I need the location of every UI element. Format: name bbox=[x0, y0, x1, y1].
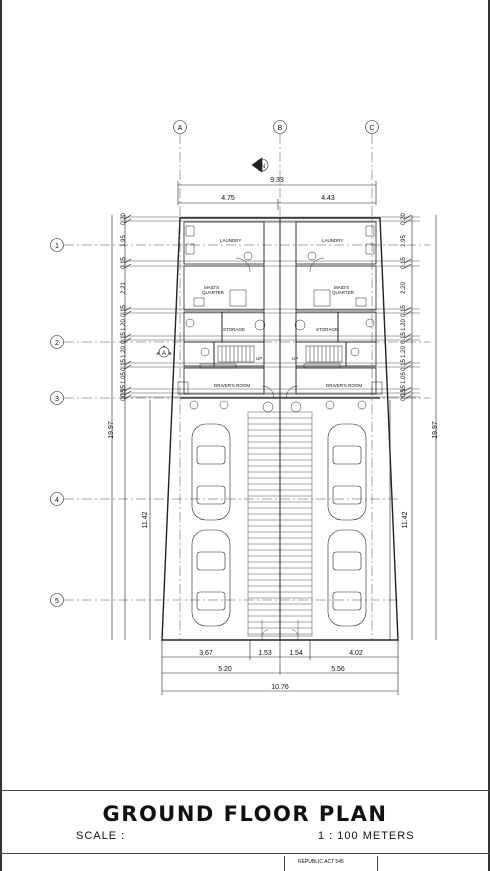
section-marker-icon: A bbox=[156, 345, 172, 358]
dimension-chain-label-right: 1.95 bbox=[401, 235, 407, 247]
dimension-left-garage: 11.42 bbox=[142, 511, 149, 528]
dimension-top-right: 4.43 bbox=[321, 195, 335, 202]
dimension-top-overall: 9.33 bbox=[270, 177, 284, 184]
stairs-left bbox=[199, 345, 255, 369]
dimension-chain-label-left: 1.20 bbox=[121, 319, 127, 331]
right-dimension-chain: 0.201.950.152.200.151.200.151.200.151.05… bbox=[389, 213, 439, 640]
room-label-storage: STORAGE bbox=[316, 327, 338, 332]
dimension-chain-label-left: 1.20 bbox=[121, 346, 127, 358]
floor-plan-drawing: A B C 1 2 bbox=[50, 120, 439, 695]
grid-label-row: 2 bbox=[55, 340, 59, 347]
title-block bbox=[0, 790, 490, 854]
dimension-chain-label-left: 2.21 bbox=[121, 282, 127, 294]
sheet-border-left bbox=[0, 0, 2, 871]
dimension-chain-label-right: 1.05 bbox=[401, 372, 407, 384]
room-label-drivers-room: DRIVER'S ROOM bbox=[326, 383, 362, 388]
footer-note: REPUBLIC ACT 545 bbox=[298, 859, 344, 865]
dimension-bottom: 5.56 bbox=[331, 666, 345, 673]
stair-label: UP bbox=[292, 356, 298, 361]
room-label-maids-quarter: MAID'S bbox=[334, 285, 349, 290]
car-icon bbox=[327, 423, 367, 521]
dimension-chain-label-left: 0.15 bbox=[121, 385, 127, 397]
dimension-right-overall: 19.97 bbox=[432, 421, 439, 439]
room-label-laundry: LAUNDRY bbox=[322, 238, 343, 243]
room-labels: LAUNDRY LAUNDRY MAID'S QUARTER MAID'S QU… bbox=[202, 238, 362, 388]
car-icon bbox=[327, 529, 367, 627]
dimension-right-garage: 11.42 bbox=[402, 511, 409, 528]
dimension-chain-label-right: 0.15 bbox=[401, 389, 407, 401]
room-label-drivers-room: DRIVER'S ROOM bbox=[214, 383, 250, 388]
dimension-chain-label-left: 0.15 bbox=[121, 257, 127, 269]
north-label: N bbox=[261, 164, 265, 170]
room-label-maids-quarter: QUARTER bbox=[332, 290, 355, 295]
grid-bubble-row: 2 bbox=[50, 335, 64, 349]
dimension-top-left: 4.75 bbox=[221, 195, 235, 202]
dimension-chain-label-left: 0.20 bbox=[121, 213, 127, 225]
room-label-maids-quarter: QUARTER bbox=[202, 290, 225, 295]
dimension-bottom-overall: 10.76 bbox=[271, 684, 289, 691]
left-dimension-chain: 0.201.950.152.210.151.200.151.200.151.05… bbox=[108, 213, 151, 640]
car-icon bbox=[191, 423, 231, 521]
dimension-chain-label-right: 0.15 bbox=[401, 257, 407, 269]
dimension-chain-label-right: 1.20 bbox=[401, 319, 407, 331]
grid-bubble-row: 1 bbox=[50, 238, 64, 252]
grid-bubble-row: 5 bbox=[50, 593, 64, 607]
grid-label-column: A bbox=[178, 125, 183, 132]
dimension-chain-label-left: 0.15 bbox=[121, 389, 127, 401]
scale-label: SCALE : bbox=[76, 830, 126, 842]
car-icon bbox=[191, 529, 231, 627]
grid-label-row: 3 bbox=[55, 396, 59, 403]
dimension-chain-label-left: 0.15 bbox=[121, 359, 127, 371]
dimension-bottom: 1.53 bbox=[258, 650, 272, 657]
dimension-chain-label-left: 1.05 bbox=[121, 372, 127, 384]
dimension-chain-label-left: 0.15 bbox=[121, 332, 127, 344]
dimension-chain-label-right: 0.15 bbox=[401, 332, 407, 344]
grid-bubble-row: 3 bbox=[50, 391, 64, 405]
dimension-chain-label-right: 2.20 bbox=[401, 282, 407, 294]
stairs-right bbox=[303, 345, 343, 369]
bottom-dimension-lines: 3.67 1.53 1.54 4.02 5.20 5.56 10.76 bbox=[161, 640, 399, 695]
dimension-chain-label-right: 0.15 bbox=[401, 359, 407, 371]
grid-label-column: B bbox=[278, 125, 283, 132]
dimension-chain-label-right: 0.15 bbox=[401, 385, 407, 397]
dimension-bottom: 3.67 bbox=[199, 650, 213, 657]
dimension-chain-label-right: 1.20 bbox=[401, 346, 407, 358]
driveway-ramp bbox=[247, 411, 313, 640]
grid-bubble-column: C bbox=[365, 120, 379, 134]
room-label-laundry: LAUNDRY bbox=[220, 238, 241, 243]
grid-label-row: 1 bbox=[55, 243, 59, 250]
grid-label-row: 5 bbox=[55, 598, 59, 605]
room-label-storage: STORAGE bbox=[223, 327, 245, 332]
drawing-title: GROUND FLOOR PLAN bbox=[102, 802, 388, 826]
grid-bubble-column: B bbox=[273, 120, 287, 134]
dimension-extension-lines bbox=[120, 216, 420, 398]
stair-label: UP bbox=[256, 356, 262, 361]
grid-label-row: 4 bbox=[55, 497, 59, 504]
dimension-bottom: 5.20 bbox=[218, 666, 232, 673]
dimension-bottom: 4.02 bbox=[349, 650, 363, 657]
dimension-chain-label-right: 0.15 bbox=[401, 305, 407, 317]
footer-cell bbox=[284, 856, 378, 871]
fixtures bbox=[177, 225, 383, 413]
dimension-chain-label-right: 0.20 bbox=[401, 213, 407, 225]
dimension-chain-label-left: 1.95 bbox=[121, 235, 127, 247]
section-marker-label: A bbox=[162, 351, 166, 357]
grid-label-column: C bbox=[369, 125, 374, 132]
top-dimension-lines: 9.33 4.75 4.43 bbox=[177, 177, 377, 210]
dimension-bottom: 1.54 bbox=[289, 650, 303, 657]
room-label-maids-quarter: MAID'S bbox=[204, 285, 219, 290]
grid-bubble-column: A bbox=[173, 120, 187, 134]
dimension-chain-label-left: 0.15 bbox=[121, 305, 127, 317]
dimension-left-overall: 19.97 bbox=[108, 421, 115, 439]
grid-bubble-row: 4 bbox=[50, 492, 64, 506]
scale-value: 1 : 100 METERS bbox=[318, 830, 415, 842]
sheet-border-right bbox=[488, 0, 490, 871]
north-arrow-icon: N bbox=[251, 157, 269, 173]
